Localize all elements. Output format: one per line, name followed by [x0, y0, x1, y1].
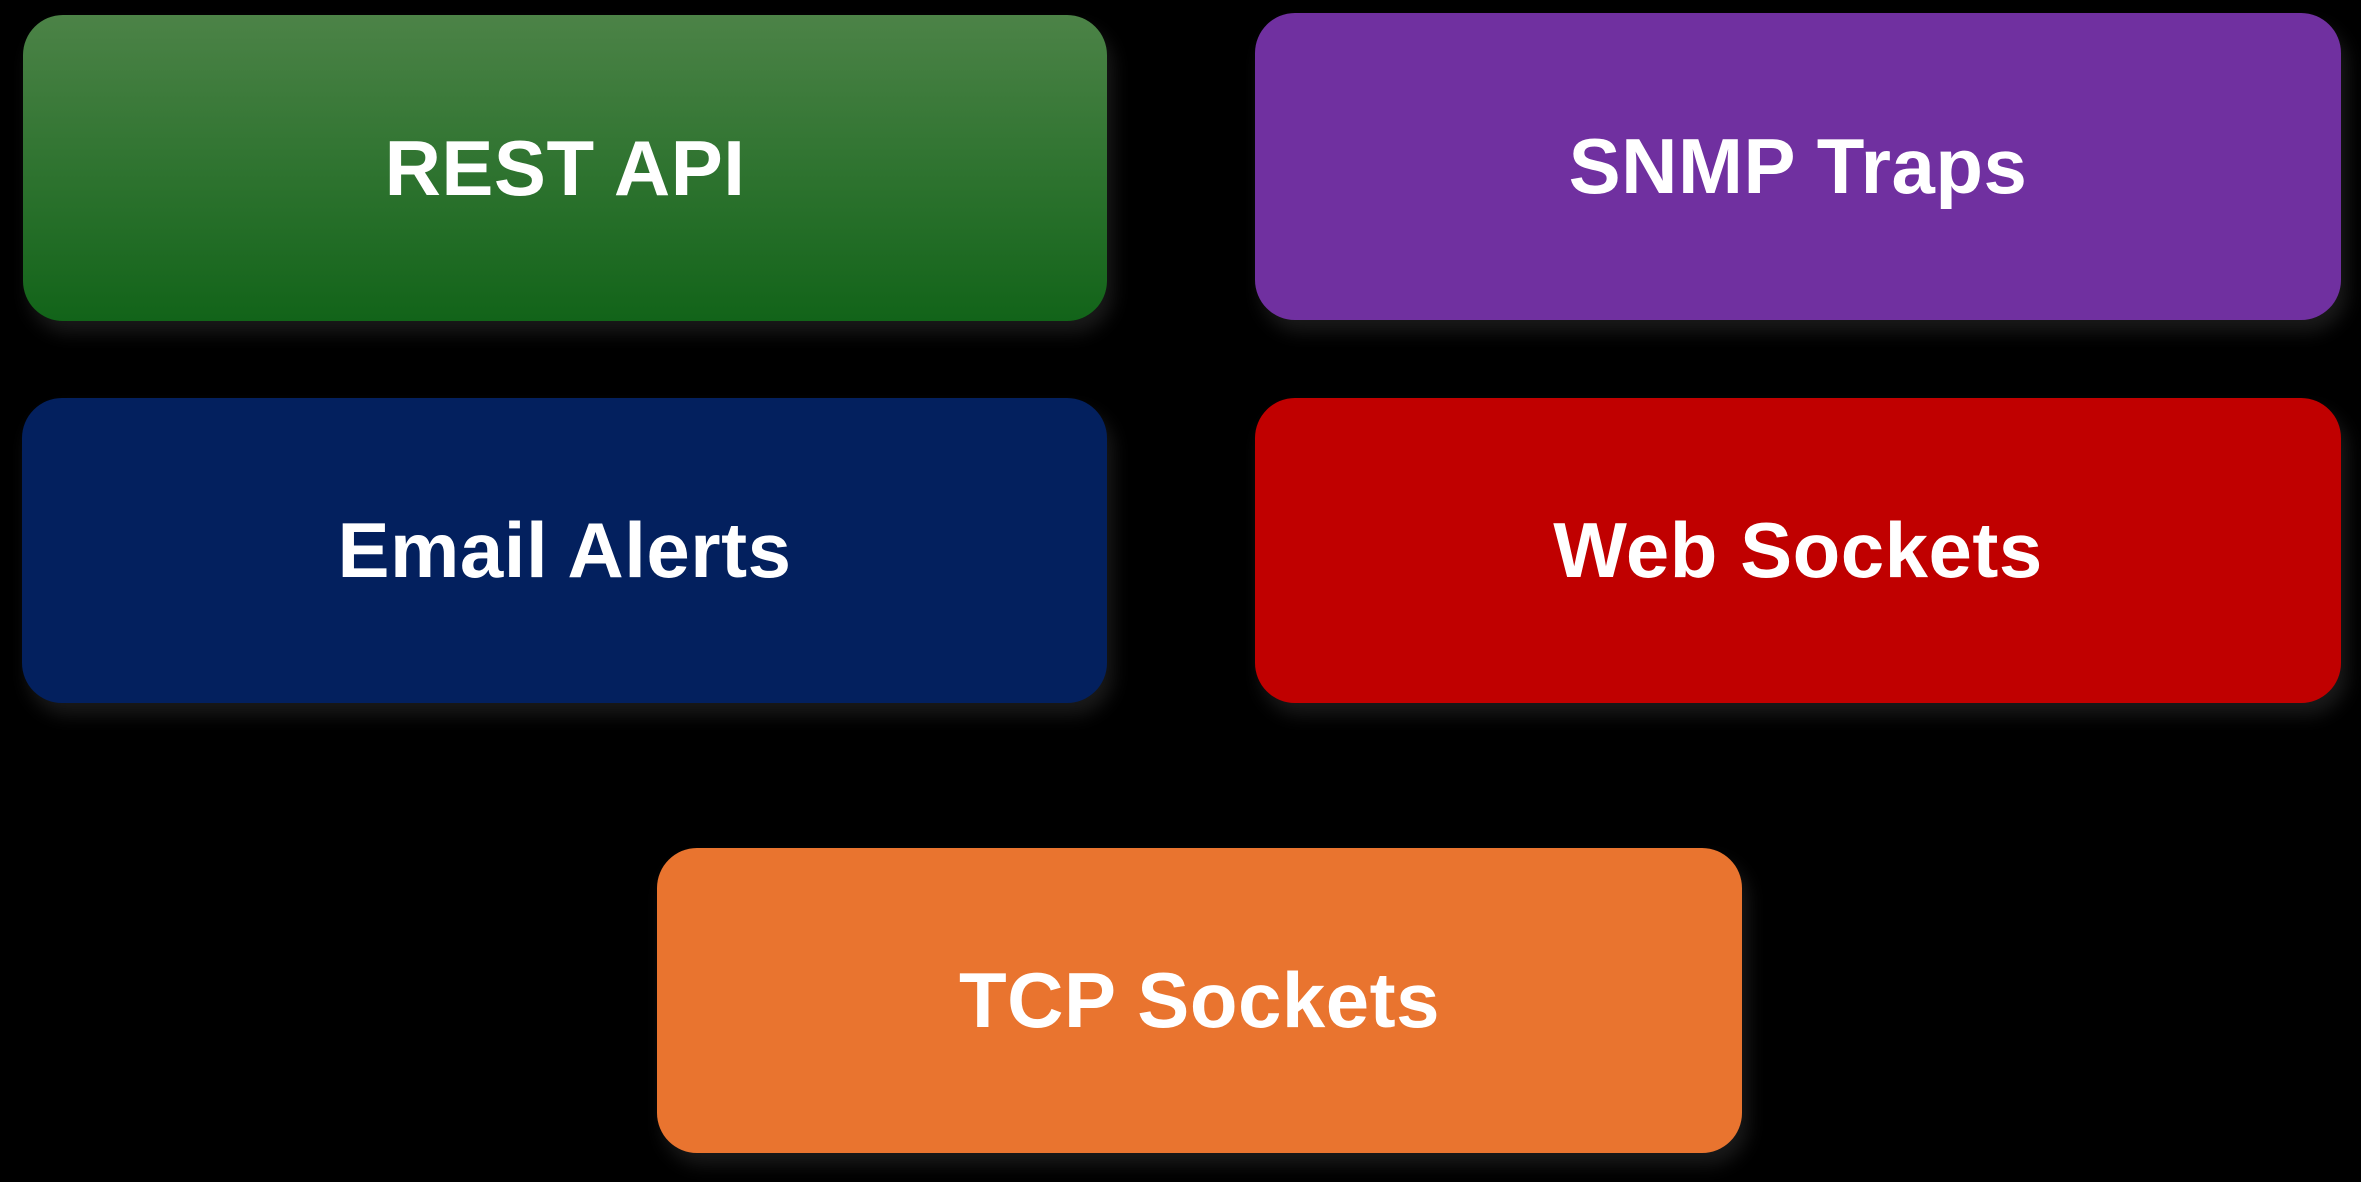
- node-web-sockets: Web Sockets: [1255, 398, 2341, 703]
- node-web-sockets-label: Web Sockets: [1553, 506, 2043, 594]
- node-email-alerts-label: Email Alerts: [337, 506, 792, 594]
- node-snmp-traps-label: SNMP Traps: [1568, 122, 2028, 210]
- node-rest-api: REST API: [23, 15, 1107, 321]
- node-rest-api-label: REST API: [384, 123, 746, 212]
- node-email-alerts: Email Alerts: [22, 398, 1107, 703]
- node-tcp-sockets-label: TCP Sockets: [959, 956, 1440, 1044]
- node-snmp-traps: SNMP Traps: [1255, 13, 2341, 320]
- node-tcp-sockets: TCP Sockets: [657, 848, 1742, 1153]
